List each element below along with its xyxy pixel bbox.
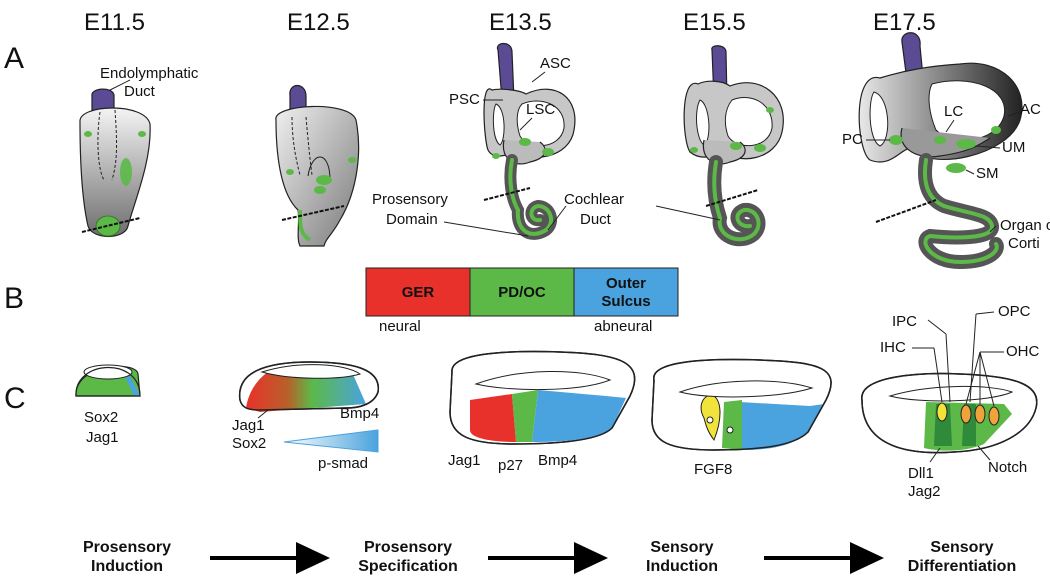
p-smad-label: p-smad — [318, 455, 368, 472]
um-label: UM — [1002, 139, 1025, 156]
bmp4-label: Bmp4 — [340, 405, 379, 422]
prosensory-domain-label: Prosensory — [372, 191, 448, 208]
stage-label: E15.5 — [683, 9, 746, 36]
inner-ear-e13-5: PSC ASC LSC Prosensory Domain Cochlear D… — [372, 42, 624, 240]
cross-section-c1: Sox2 Jag1 — [75, 364, 141, 446]
outer-sulcus-segment-label-2: Sulcus — [601, 293, 650, 310]
sox2-label: Sox2 — [232, 435, 266, 452]
ihc-label: IHC — [880, 339, 906, 356]
fgf8-label: FGF8 — [694, 461, 732, 478]
inner-ear-e17-5: LC AC PC UM SM Organ of Corti — [842, 32, 1050, 270]
abneural-label: abneural — [594, 318, 652, 335]
arrow-icon — [210, 542, 330, 574]
cochlear-domain-bar: GER PD/OC Outer Sulcus neural abneural — [365, 267, 679, 335]
step-label: Induction — [646, 558, 718, 575]
stage-label: E13.5 — [489, 9, 552, 36]
step-label: Sensory — [650, 539, 713, 556]
ger-segment-label: GER — [402, 284, 435, 301]
sox2-label: Sox2 — [84, 409, 118, 426]
stage-label: E12.5 — [287, 9, 350, 36]
step-label: Prosensory — [364, 539, 452, 556]
arrow-icon — [488, 542, 608, 574]
organ-of-corti-label: Organ of — [1000, 217, 1050, 234]
panel-letter-c: C — [4, 382, 26, 415]
pd-oc-segment-label: PD/OC — [498, 284, 546, 301]
jag1-label: Jag1 — [232, 417, 265, 434]
step-label: Differentiation — [908, 558, 1016, 575]
panel-letter-a: A — [4, 42, 24, 75]
process-steps: Prosensory Induction Prosensory Specific… — [83, 539, 1016, 575]
opc-label: OPC — [998, 303, 1031, 320]
prosensory-domain-label-2: Domain — [386, 211, 438, 228]
step-label: Sensory — [930, 539, 993, 556]
ac-label: AC — [1020, 101, 1041, 118]
step-label: Induction — [91, 558, 163, 575]
neural-label: neural — [379, 318, 421, 335]
psc-label: PSC — [449, 91, 480, 108]
stage-label: E11.5 — [84, 9, 145, 36]
stage-labels: E11.5 E12.5 E13.5 E15.5 E17.5 — [84, 9, 936, 36]
outer-sulcus-segment-label: Outer — [606, 275, 646, 292]
cross-section-c3: Jag1 p27 Bmp4 — [448, 350, 636, 474]
ipc-label: IPC — [892, 313, 917, 330]
notch-label: Notch — [988, 459, 1027, 476]
panel-letter-b: B — [4, 282, 24, 315]
bmp4-label: Bmp4 — [538, 452, 577, 469]
cochlear-duct-label-2: Duct — [580, 211, 612, 228]
cross-section-c5: IPC OPC IHC OHC Dll1 Jag2 Notch — [861, 303, 1040, 500]
p27-label: p27 — [498, 457, 523, 474]
otocyst-e12-5 — [275, 84, 360, 247]
sm-label: SM — [976, 165, 999, 182]
jag2-label: Jag2 — [908, 483, 941, 500]
lc-label: LC — [944, 103, 963, 120]
cochlear-duct-label: Cochlear — [564, 191, 624, 208]
dll1-label: Dll1 — [908, 465, 934, 482]
step-label: Specification — [358, 558, 458, 575]
ohc-label: OHC — [1006, 343, 1040, 360]
inner-ear-e15-5 — [655, 45, 784, 247]
lsc-label: LSC — [526, 101, 555, 118]
cross-section-c4: FGF8 — [651, 358, 832, 478]
endolymphatic-label: Endolymphatic — [100, 65, 199, 82]
pc-label: PC — [842, 131, 863, 148]
step-label: Prosensory — [83, 539, 171, 556]
duct-label: Duct — [124, 83, 156, 100]
cross-section-c2: Jag1 Sox2 Bmp4 p-smad — [232, 361, 379, 472]
otocyst-e11-5: Endolymphatic Duct — [79, 65, 199, 238]
stage-label: E17.5 — [873, 9, 936, 36]
asc-label: ASC — [540, 55, 571, 72]
organ-of-corti-label-2: Corti — [1008, 235, 1040, 252]
jag1-label: Jag1 — [448, 452, 481, 469]
jag1-label: Jag1 — [86, 429, 119, 446]
arrow-icon — [764, 542, 884, 574]
